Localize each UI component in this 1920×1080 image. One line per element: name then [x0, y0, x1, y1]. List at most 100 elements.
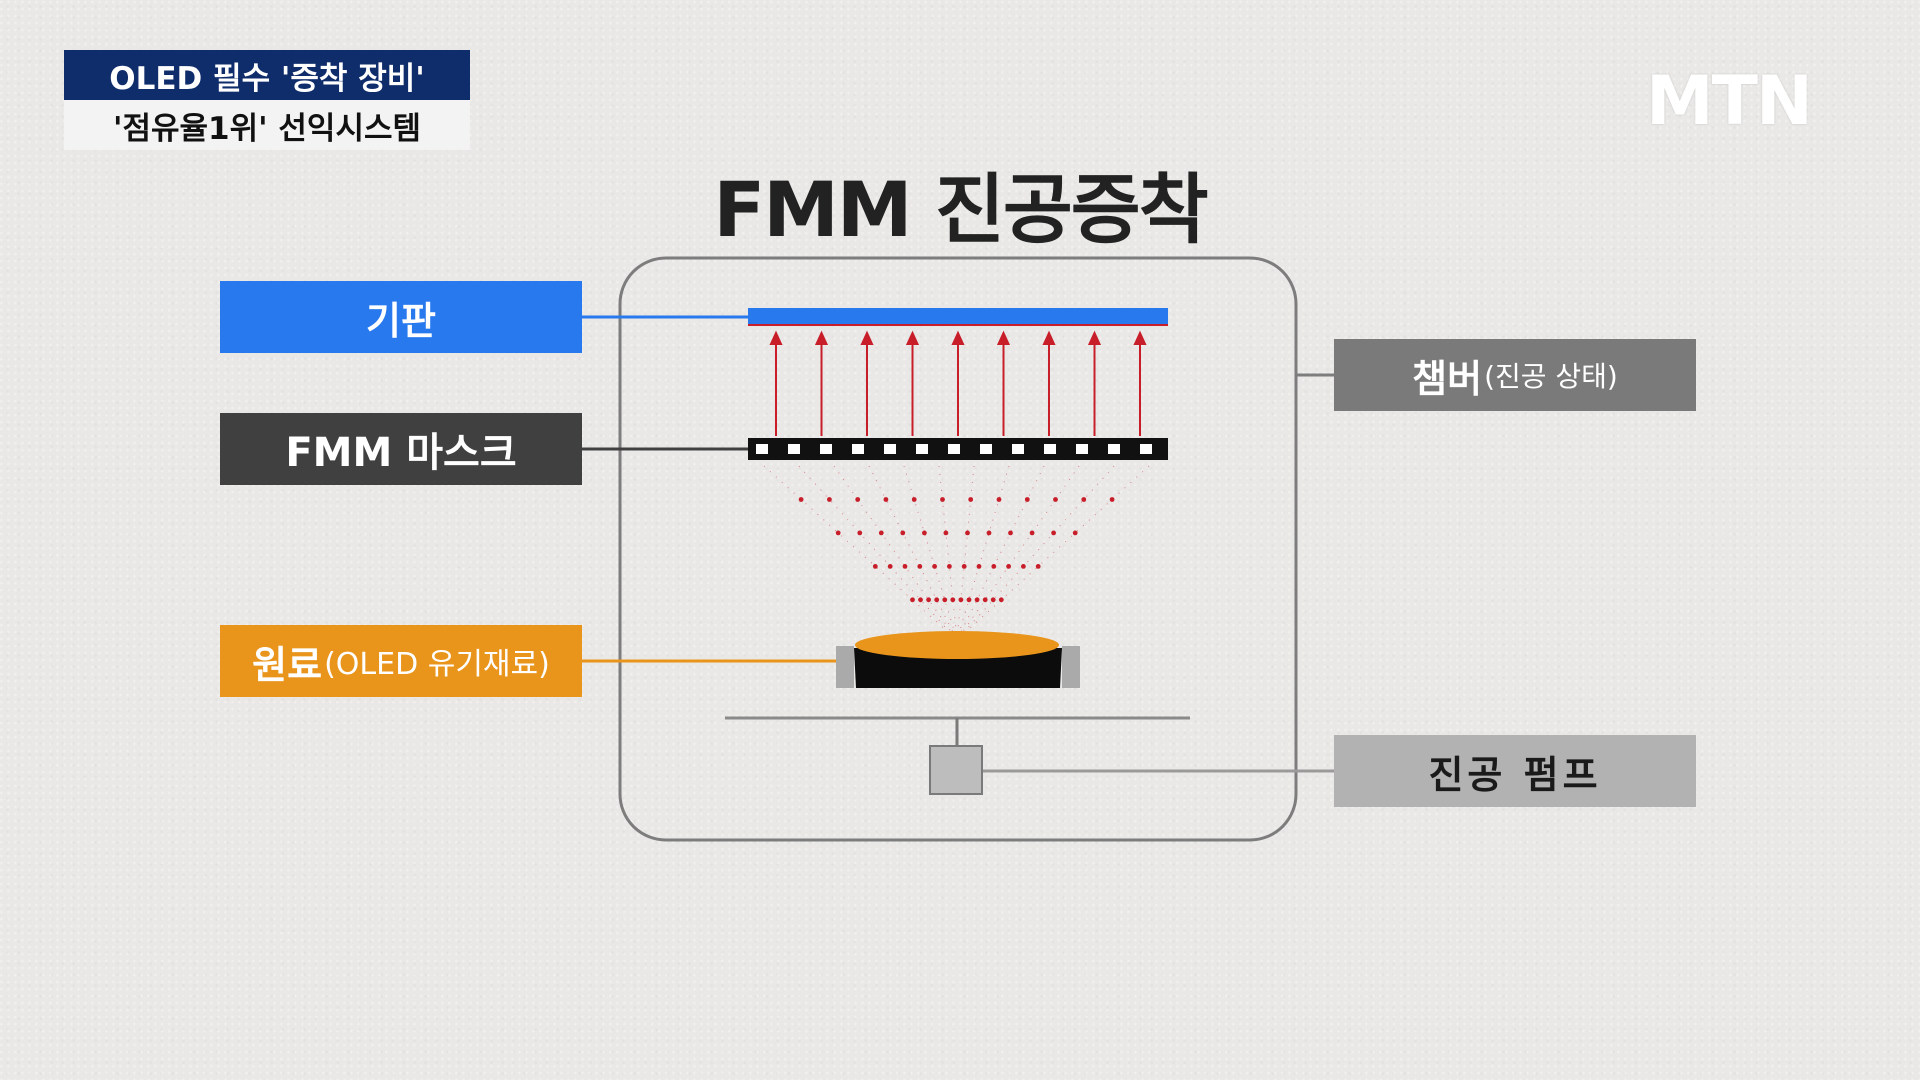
evaporation-dot [942, 597, 948, 603]
evaporation-dot [982, 597, 988, 603]
evaporation-dot [878, 530, 884, 536]
evaporation-dot [1024, 497, 1030, 502]
evaporation-path [956, 465, 975, 641]
evaporation-path [956, 465, 1115, 641]
mask-openings [756, 444, 1152, 454]
label-fmm-mask: FMM 마스크 [220, 413, 582, 485]
evaporation-dot [1051, 530, 1056, 536]
mask-opening [788, 444, 800, 454]
evaporation-path [956, 465, 1010, 641]
substrate-plate [748, 308, 1168, 324]
evaporation-path [763, 465, 958, 641]
caption-line-2: '점유율1위' 선익시스템 [64, 100, 470, 150]
arrow-head [905, 330, 920, 345]
label-chamber-sub: (진공 상태) [1484, 360, 1618, 393]
evaporation-dot [1072, 530, 1078, 536]
organic-material [855, 631, 1059, 659]
evaporation-dot [996, 497, 1002, 502]
evaporation-dot [918, 597, 923, 603]
mask-opening [980, 444, 992, 454]
evaporation-dot [990, 597, 996, 603]
evaporation-dot [798, 497, 804, 502]
evaporation-dot [1081, 497, 1087, 502]
evaporation-dot [998, 597, 1004, 603]
evaporation-dot [966, 597, 972, 603]
evaporation-dot [940, 497, 945, 502]
label-substrate-text: 기판 [366, 298, 436, 343]
evaporation-dot [1021, 564, 1026, 569]
evaporation-path [956, 465, 1080, 641]
evaporation-dot [965, 530, 970, 536]
evaporation-dots [763, 465, 1150, 641]
evaporation-dot [968, 497, 974, 502]
mtn-logo: MTN [1646, 62, 1813, 141]
evaporation-dot [1029, 530, 1035, 536]
evaporation-dot [883, 497, 889, 502]
arrow-head [814, 330, 829, 345]
evaporation-dot [1035, 564, 1041, 569]
mask-opening [756, 444, 768, 454]
crucible-left-cap [836, 646, 854, 688]
evaporation-dot [900, 530, 906, 536]
label-pump-text: 진공 펌프 [1428, 752, 1602, 797]
evaporation-dot [827, 497, 832, 502]
arrow-head [1133, 330, 1147, 345]
evaporation-dot [835, 530, 841, 536]
diagram-title: FMM 진공증착 [713, 165, 1208, 254]
vacuum-chamber [618, 256, 1298, 842]
evaporation-dot [950, 597, 956, 603]
evaporation-path [938, 465, 958, 641]
arrow-head [996, 330, 1011, 345]
label-substrate: 기판 [220, 281, 582, 353]
mask-opening [1140, 444, 1152, 454]
mask-opening [948, 444, 960, 454]
evaporation-dot [910, 597, 915, 603]
mask-opening [884, 444, 896, 454]
evaporation-dot [1008, 530, 1013, 536]
mask-opening [1044, 444, 1056, 454]
evaporation-dot [934, 597, 940, 603]
news-caption: OLED 필수 '증착 장비' '점유율1위' 선익시스템 [64, 50, 470, 150]
evaporation-path [798, 465, 958, 641]
arrow-head [860, 330, 874, 345]
evaporation-dot [1109, 497, 1115, 502]
label-mask-text: FMM 마스크 [285, 430, 517, 476]
crucible-body [854, 648, 1062, 688]
arrow-head [1087, 330, 1102, 345]
deposition-arrows [769, 330, 1147, 436]
evaporation-path [903, 465, 958, 641]
evaporation-dot [947, 564, 952, 569]
label-vacuum-pump: 진공 펌프 [1334, 735, 1696, 807]
arrow-head [1042, 330, 1056, 345]
label-source: 원료(OLED 유기재료) [220, 625, 582, 697]
label-chamber-main: 챔버 [1412, 356, 1483, 401]
mask-opening [820, 444, 832, 454]
mask-opening [1108, 444, 1120, 454]
evaporation-dot [961, 564, 967, 569]
evaporation-dot [922, 530, 927, 536]
vacuum-pump-box [929, 745, 983, 795]
arrow-head [769, 330, 783, 345]
evaporation-dot [958, 597, 964, 603]
evaporation-path [833, 465, 958, 641]
evaporation-dot [902, 564, 908, 569]
crucible-right-cap [1062, 646, 1080, 688]
evaporation-dot [943, 530, 949, 536]
arrow-head [951, 330, 965, 345]
caption-line-1: OLED 필수 '증착 장비' [64, 50, 470, 100]
evaporation-dot [911, 497, 917, 502]
evaporation-dot [887, 564, 893, 569]
label-source-sub: (OLED 유기재료) [324, 647, 550, 682]
evaporation-dot [872, 564, 878, 569]
evaporation-dot [986, 530, 992, 536]
evaporation-path [956, 465, 1150, 641]
mask-opening [1076, 444, 1088, 454]
evaporation-dot [974, 597, 980, 603]
mask-opening [916, 444, 928, 454]
evaporation-dot [855, 497, 861, 502]
mask-opening [852, 444, 864, 454]
label-chamber: 챔버(진공 상태) [1334, 339, 1696, 411]
label-source-main: 원료 [252, 642, 323, 687]
evaporation-path [868, 465, 958, 641]
